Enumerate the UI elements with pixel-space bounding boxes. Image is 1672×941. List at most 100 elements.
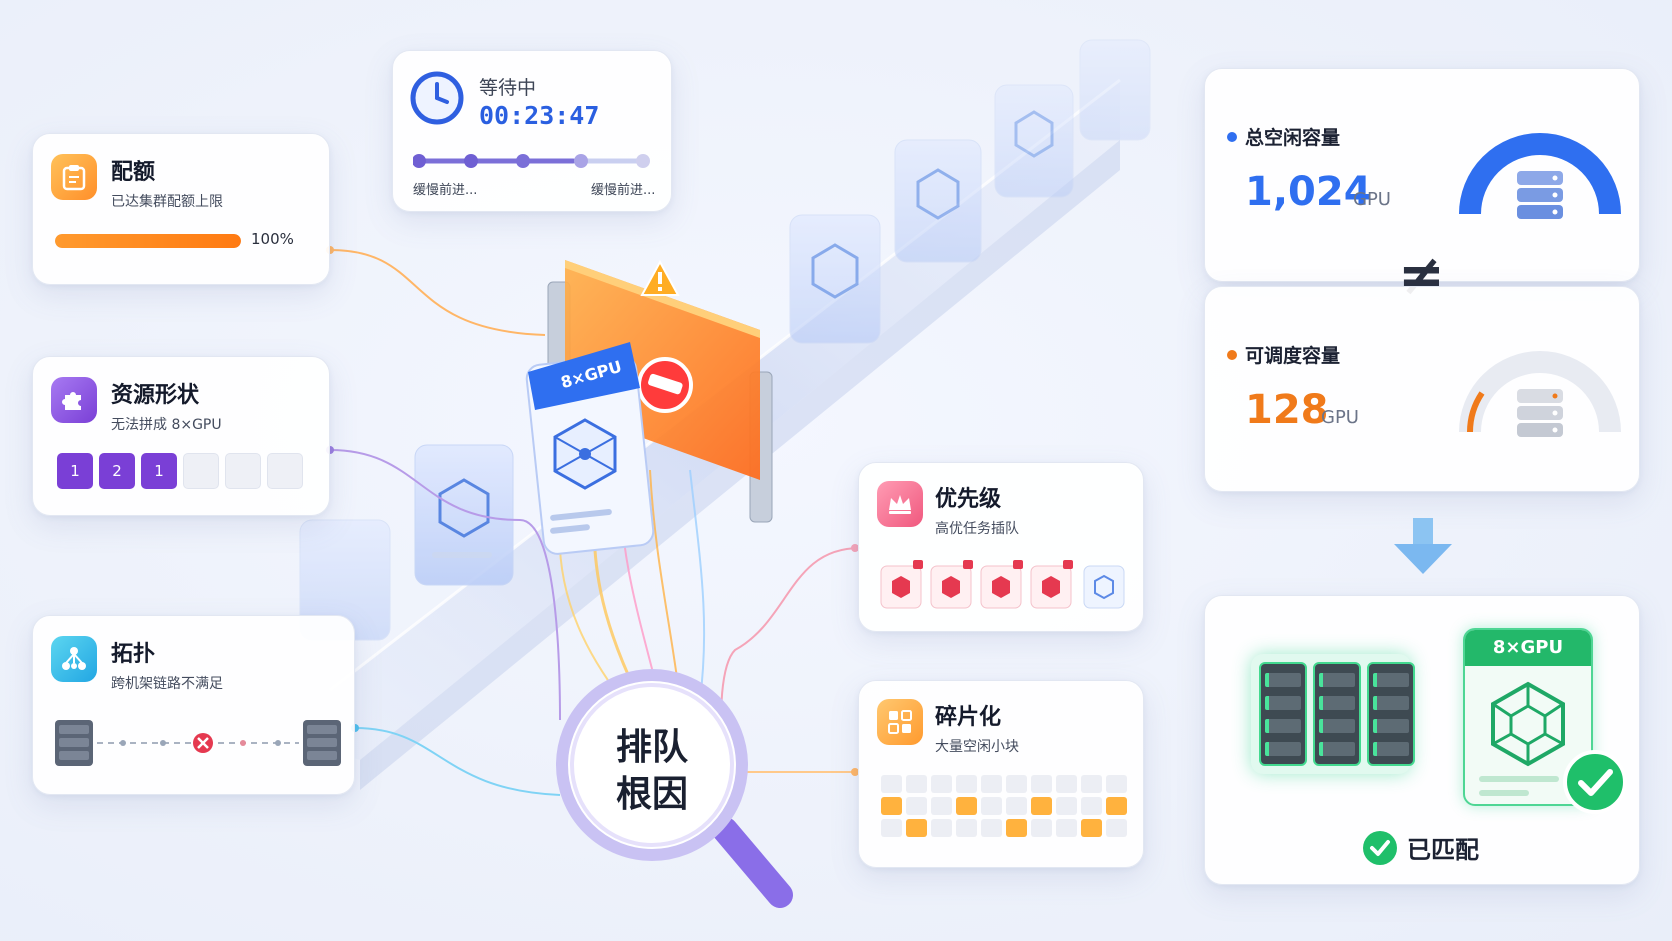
root-cause-line2: 根因 [615,774,688,815]
clipboard-icon [51,154,97,200]
quota-title: 配额 [111,160,156,185]
server-slot [1319,718,1355,733]
matched-card: 8×GPU 已匹配 [1204,595,1640,885]
schedulable-unit: GPU [1321,407,1359,428]
total-dot [1227,132,1237,142]
server-slot [1373,672,1409,687]
server-rack-icon [303,720,341,766]
fragment-cell [1056,797,1077,815]
free-fragment-cell [956,797,977,815]
gpu-server-unit [1313,662,1361,766]
error-x-icon [193,733,213,753]
total-label: 总空闲容量 [1245,127,1341,149]
matched-job-line [1479,790,1529,796]
server-stack-icon [1517,389,1563,437]
fragment-cell [1006,797,1027,815]
fragment-cell [906,775,927,793]
connector-dots [326,246,859,776]
gpu-server-unit [1367,662,1415,766]
gpu-block: 2 [99,453,135,489]
priority-subtitle: 高优任务插队 [935,521,1019,537]
free-fragment-cell [881,797,902,815]
quota-subtitle: 已达集群配额上限 [111,194,223,210]
fragment-cell [956,775,977,793]
quota-card: 配额 已达集群配额上限 100% [32,133,330,285]
gpu-server-cluster [1251,654,1415,774]
waiting-label: 等待中 [479,77,537,99]
big-check-icon [1563,750,1627,814]
shape-title: 资源形状 [111,383,200,408]
free-fragment-cell [1006,819,1027,837]
fragment-title: 碎片化 [935,705,1002,730]
server-slot [1265,695,1301,710]
server-slot [1319,672,1355,687]
gpu-block: 1 [57,453,93,489]
matched-label: 已匹配 [1407,836,1479,864]
empty-slot [225,453,261,489]
total-capacity-card: 总空闲容量 1,024 GPU [1204,68,1640,282]
fragment-cell [1006,775,1027,793]
fragment-cell [1106,819,1127,837]
fragment-cell [881,775,902,793]
quota-progress-text: 100% [251,230,294,248]
fragment-cell [1081,775,1102,793]
server-slot [1373,718,1409,733]
gpu-block-row: 1 2 1 [57,453,303,489]
grid-fragment-icon [877,699,923,745]
wait-progress-track [413,154,650,168]
priority-job-icon [930,560,973,609]
priority-job-icon [880,560,923,609]
fragment-cell [1031,775,1052,793]
empty-slot [267,453,303,489]
normal-job-icon [1083,565,1125,609]
crown-icon [877,481,923,527]
fragment-cell [931,797,952,815]
fragment-cell [931,819,952,837]
fragment-cell [981,775,1002,793]
gpu-block: 1 [141,453,177,489]
free-fragment-cell [1106,797,1127,815]
resource-shape-card: 资源形状 无法拼成 8×GPU 1 2 1 [32,356,330,516]
fragment-cell [981,819,1002,837]
server-slot [1319,695,1355,710]
fragment-cell [1031,819,1052,837]
queued-job-card [894,139,982,263]
priority-job-icon [1030,560,1073,609]
root-cause-line1: 排队 [615,727,688,768]
wait-caption-left: 缓慢前进... [413,183,478,198]
topology-icon [51,636,97,682]
queued-job-card [789,214,881,344]
topology-subtitle: 跨机架链路不满足 [111,676,223,692]
empty-slot [183,453,219,489]
fragment-cell [906,797,927,815]
waiting-card: 等待中 00:23:47 缓慢前进... 缓慢前进... [392,50,672,212]
connector-lines [329,249,861,796]
fragment-cell [981,797,1002,815]
priority-job-icon [980,560,1023,609]
fragment-cell [956,819,977,837]
server-slot [1319,741,1355,756]
fragment-subtitle: 大量空闲小块 [935,739,1019,755]
queued-job-card [994,84,1074,198]
server-slot [1265,672,1301,687]
schedulable-label: 可调度容量 [1245,345,1341,367]
fragment-cell [1106,775,1127,793]
fragment-cell [1056,775,1077,793]
schedulable-gauge [1459,351,1621,437]
matched-job-line [1479,776,1559,782]
server-slot [1265,718,1301,733]
gpu-cube-icon [1491,681,1565,767]
topology-card: 拓扑 跨机架链路不满足 [32,615,355,795]
fragment-cell [1081,797,1102,815]
puzzle-icon [51,377,97,423]
priority-card: 优先级 高优任务插队 [858,462,1144,632]
fragment-grid [881,775,1127,837]
free-fragment-cell [1081,819,1102,837]
blocked-job-card [525,342,655,555]
topology-title: 拓扑 [111,642,156,667]
waiting-timer: 00:23:47 [479,101,600,130]
queued-job-card [414,444,514,586]
broken-link-diagram [55,720,341,766]
server-slot [1373,695,1409,710]
